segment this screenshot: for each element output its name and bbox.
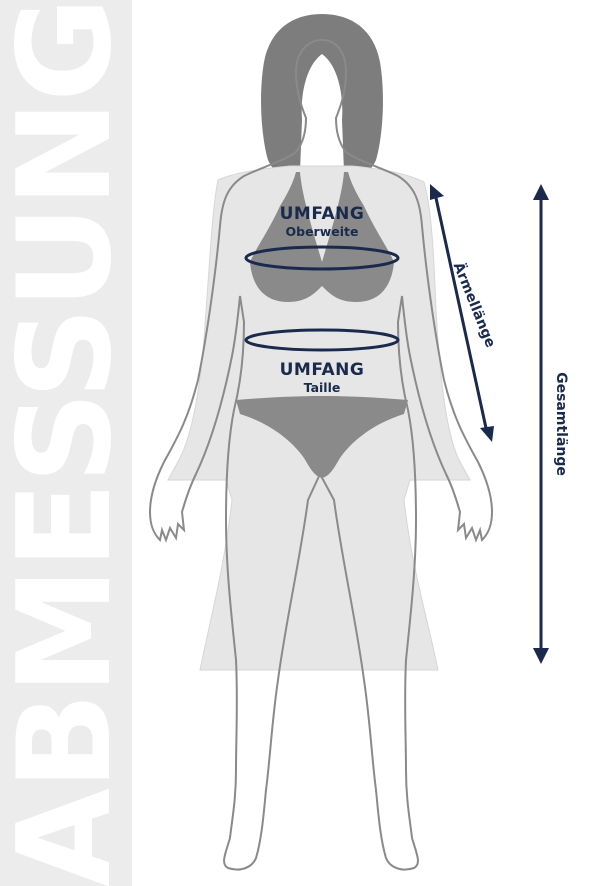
waist-label-title: UMFANG <box>279 360 365 380</box>
side-band: ABMESSUNG <box>0 0 132 886</box>
bikini-bottom <box>236 396 408 478</box>
bust-label-title: UMFANG <box>279 204 365 224</box>
bikini-top <box>250 172 394 302</box>
total-length-arrow <box>533 184 549 664</box>
hair <box>261 14 383 177</box>
bust-ring <box>244 245 400 271</box>
sleeve-arrow <box>430 184 494 442</box>
waist-ring <box>244 328 400 352</box>
bust-label-sub: Oberweite <box>285 224 359 239</box>
total-length-label: Gesamtlänge <box>553 372 569 476</box>
waist-label-sub: Taille <box>303 380 341 395</box>
